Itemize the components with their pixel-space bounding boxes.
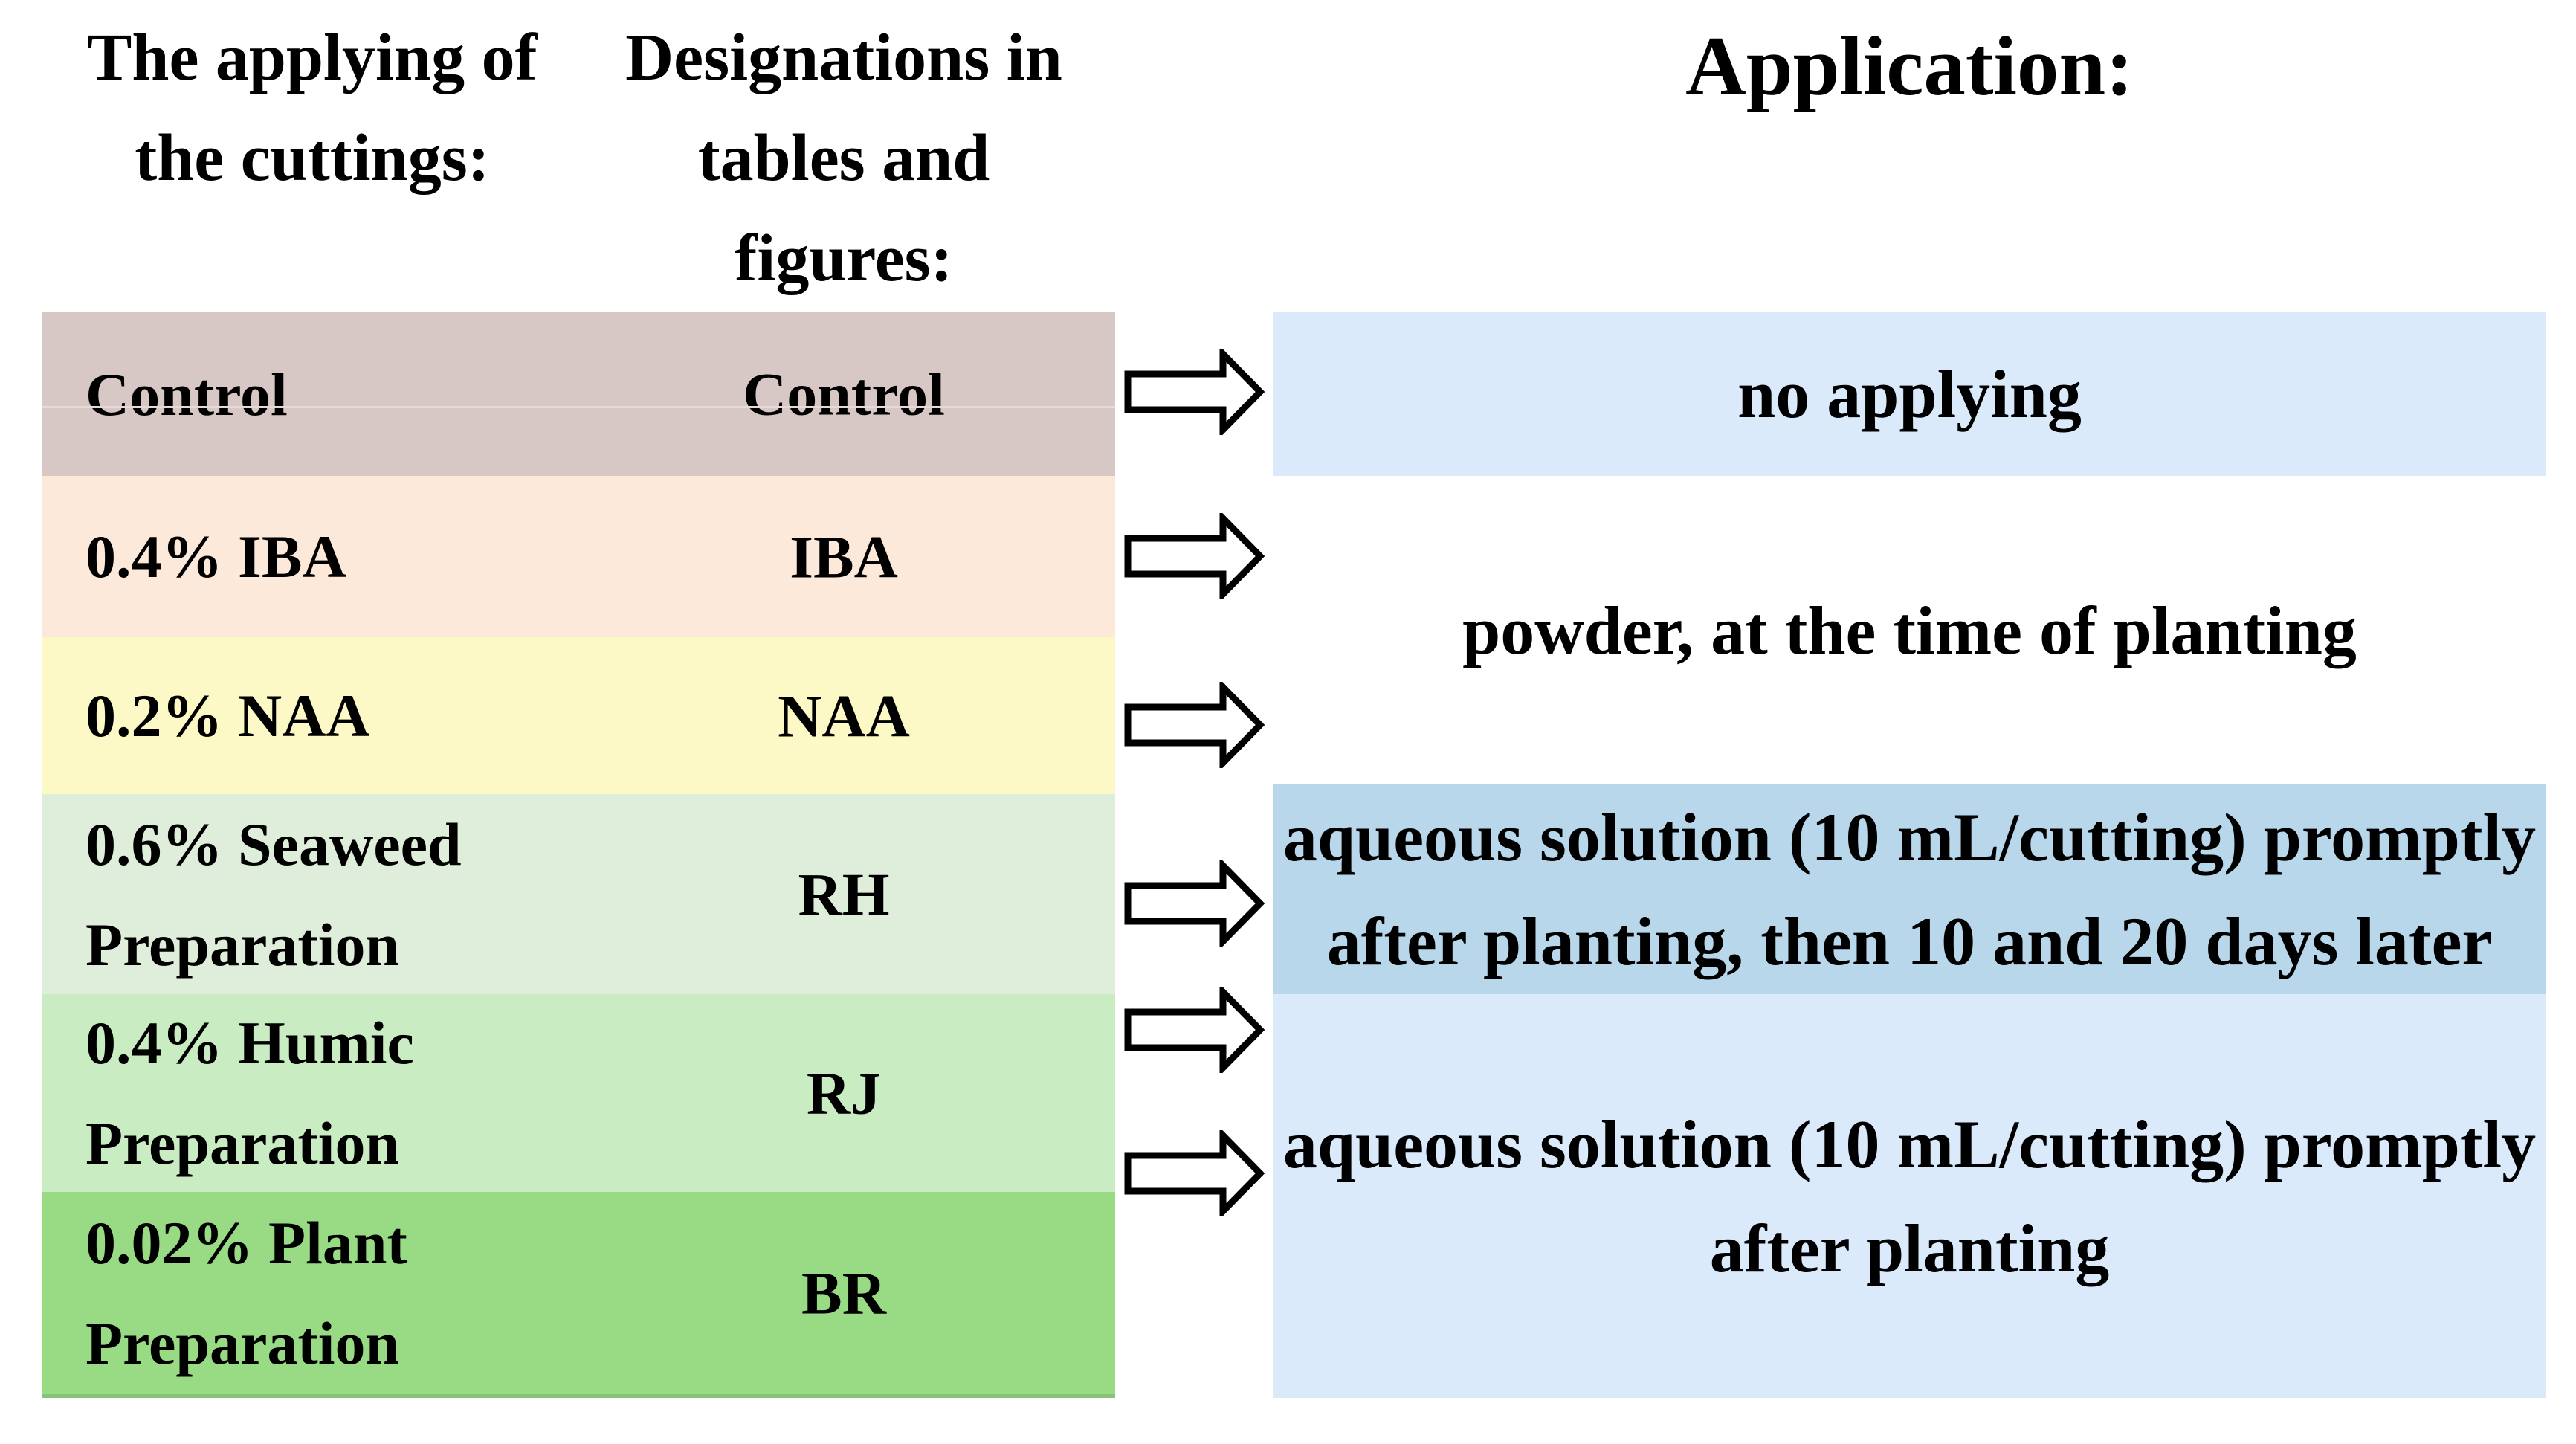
- treatment-row-rh: 0.6% Seaweed Preparation RH: [42, 794, 1115, 994]
- application-block-aqueous-repeated: aqueous solution (10 mL/cutting) promptl…: [1273, 784, 2546, 994]
- right-arrow-icon: [1124, 513, 1265, 599]
- application-text: aqueous solution (10 mL/cutting) promptl…: [1282, 799, 2537, 979]
- designation-label: BR: [801, 1259, 886, 1327]
- designations-column-header: Designations in tables and figures:: [625, 21, 1062, 295]
- treatment-row-br: 0.02% Plant Preparation BR: [42, 1192, 1115, 1398]
- application-text: aqueous solution (10 mL/cutting) promptl…: [1282, 1106, 2537, 1286]
- treatment-label: 0.2% NAA: [85, 682, 370, 750]
- designation-label: RH: [798, 860, 890, 928]
- flow-arrow-iba: [1124, 513, 1265, 599]
- flow-arrow-naa: [1124, 682, 1265, 768]
- application-text: no applying: [1737, 356, 2082, 432]
- treatment-table: Control Control 0.4% IBA IBA 0.2% NAA NA…: [42, 312, 1115, 1398]
- treatment-label: 0.02% Plant Preparation: [85, 1209, 407, 1377]
- application-column-header: Application:: [1685, 20, 2134, 113]
- designation-label: RJ: [806, 1059, 882, 1127]
- treatment-label: 0.4% IBA: [85, 523, 346, 590]
- flow-arrow-rj: [1124, 987, 1265, 1073]
- treatment-row-iba: 0.4% IBA IBA: [42, 476, 1115, 637]
- application-text: powder, at the time of planting: [1462, 592, 2357, 668]
- designation-label: IBA: [790, 523, 898, 590]
- application-block-aqueous-once: aqueous solution (10 mL/cutting) promptl…: [1273, 994, 2546, 1398]
- right-arrow-icon: [1124, 860, 1265, 947]
- flow-arrow-br: [1124, 1130, 1265, 1216]
- application-text-powder: powder, at the time of planting: [1273, 476, 2546, 784]
- treatment-row-control: Control Control: [42, 312, 1115, 476]
- right-arrow-icon: [1124, 349, 1265, 435]
- right-arrow-icon: [1124, 987, 1265, 1073]
- right-arrow-icon: [1124, 682, 1265, 768]
- designation-label: Control: [743, 360, 945, 428]
- treatment-label: Control: [85, 360, 288, 428]
- flow-arrow-control: [1124, 349, 1265, 435]
- control-row-seam-line: [42, 406, 1115, 408]
- right-arrow-icon: [1124, 1130, 1265, 1216]
- treatment-row-rj: 0.4% Humic Preparation RJ: [42, 994, 1115, 1192]
- treatment-label: 0.6% Seaweed Preparation: [85, 810, 462, 979]
- designation-label: NAA: [778, 682, 910, 750]
- treatment-row-naa: 0.2% NAA NAA: [42, 637, 1115, 794]
- application-block-no-applying: no applying: [1273, 312, 2546, 476]
- treatments-column-header: The applying of the cuttings:: [87, 21, 538, 195]
- flow-arrow-rh: [1124, 860, 1265, 947]
- treatment-label: 0.4% Humic Preparation: [85, 1009, 414, 1177]
